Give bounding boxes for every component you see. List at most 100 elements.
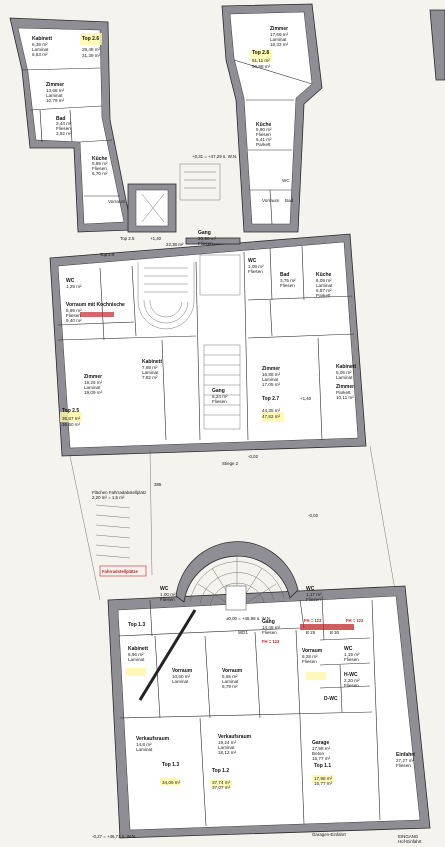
vor4-name: Vorraum xyxy=(172,668,193,674)
wc6-floor: Fliesen xyxy=(344,657,359,662)
top25-name: Top 2.5 xyxy=(62,408,79,414)
top11-area2: 15,77 m² xyxy=(314,781,333,786)
glevel-5: Hof-Einfahrt xyxy=(398,839,422,844)
kab2-name: Kabinett xyxy=(142,359,162,365)
wc4-name: WC xyxy=(160,586,169,592)
bad1-name: Bad xyxy=(56,116,65,122)
glevel-8: B 25 xyxy=(306,630,316,635)
wc3-area: 1,09 m² xyxy=(248,264,264,269)
zim2-area: 17,69 m² xyxy=(270,32,289,37)
top25-area2: 36,60 m² xyxy=(62,422,81,427)
wc4-area: 1,00 m² xyxy=(160,592,176,597)
hwc-area: 2,20 m² xyxy=(344,678,360,683)
verk1-floor: Laminat xyxy=(136,747,153,752)
gar-floor: Beton xyxy=(312,751,324,756)
kab1-area: 6,39 m² xyxy=(32,42,48,47)
kab4-floor: Laminat xyxy=(128,657,145,662)
court-note-5: 385 xyxy=(154,482,162,487)
gang3-area: 14,48 m² xyxy=(262,625,281,630)
top28-area: 51,11 m² xyxy=(252,58,270,63)
vor5-area2: 6,79 m² xyxy=(222,684,238,689)
wc2-name: WC xyxy=(66,278,75,284)
vor1-name: Vorraum xyxy=(108,199,126,204)
ground-walls xyxy=(107,541,431,839)
hwc-floor: Fliesen xyxy=(344,683,359,688)
vor5-floor: Laminat xyxy=(222,679,239,684)
vor5-name: Vorraum xyxy=(222,668,243,674)
wc4-floor: Fliesen xyxy=(160,597,175,602)
kab4-area: 6,96 m² xyxy=(128,652,144,657)
elevator-ground xyxy=(225,585,247,611)
vor6-name: Vorraum xyxy=(302,648,323,654)
kab1-floor: Laminat xyxy=(32,47,49,52)
glevel-10: WD1 xyxy=(238,630,248,635)
glevel-4: EINGANG xyxy=(398,834,419,839)
einf-area: 27,27 m² xyxy=(396,758,415,763)
zim5-floor: Parkett xyxy=(336,390,351,395)
hwc-name: H-WC xyxy=(344,672,358,678)
upper-partitions xyxy=(21,59,355,441)
wc5-name: WC xyxy=(306,586,315,592)
dwc-name: D-WC xyxy=(324,696,338,702)
kue3-area2: 6,87 m² xyxy=(316,288,332,293)
level-8: Top 2.9 xyxy=(100,252,115,257)
level-4: +1,40 xyxy=(300,396,312,401)
einf-name: Einfahrt xyxy=(396,752,415,758)
vor2-name: Vorraum xyxy=(262,198,280,203)
gar-area2: 15,77 m² xyxy=(312,756,331,761)
level-7: Top 2.5 xyxy=(120,236,135,241)
court-note-4: Fahrradstellplätze xyxy=(102,569,139,574)
wc6-area: 1,19 m² xyxy=(344,652,360,657)
verk2-area2: 18,12 m² xyxy=(218,750,237,755)
gang2-area: 6,24 m² xyxy=(212,394,228,399)
vor5-area: 6,65 m² xyxy=(222,674,238,679)
top27-name: Top 2.7 xyxy=(262,396,279,402)
zim5-name: Zimmer xyxy=(336,384,354,390)
kue3-area: 6,09 m² xyxy=(316,278,332,283)
top28-name: Top 2.8 xyxy=(252,50,269,56)
vor3-area2: 9,40 m² xyxy=(66,318,82,323)
parkett1-name: Parkett xyxy=(256,142,271,147)
zim1-area2: 10,79 m² xyxy=(46,98,65,103)
einf-floor: Fliesen xyxy=(396,763,411,768)
kue3-name: Küche xyxy=(316,272,332,278)
zim3-floor: Laminat xyxy=(84,385,101,390)
kab3-area: 5,05 m² xyxy=(336,370,352,375)
top26-a-area: 28,48 m² xyxy=(82,47,101,52)
zim2-floor: Laminat xyxy=(270,37,287,42)
zim3-area2: 19,09 m² xyxy=(84,390,103,395)
bad3-floor: Fliesen xyxy=(280,283,295,288)
kue1-area: 5,89 m² xyxy=(92,161,108,166)
ground-block-interior xyxy=(117,595,421,831)
bad1-area2: 3,52 m² xyxy=(56,131,72,136)
court-note-1: Flächen Fahrradabstellplatz xyxy=(92,490,146,495)
wc1-name: WC xyxy=(282,178,290,183)
vor4-floor: Laminat xyxy=(172,679,189,684)
level-6: -0,02 xyxy=(248,454,259,459)
gang1-name: Gang xyxy=(198,230,211,236)
wc2-area: 1,29 m² xyxy=(66,284,82,289)
zim1-floor: Laminat xyxy=(46,93,63,98)
kue2-area: 5,90 m² xyxy=(256,127,272,132)
court-note-2: 2,20 m² = 1,5 m² xyxy=(92,495,125,500)
kue2-area2: 6,41 m² xyxy=(256,137,272,142)
vor3-name: Vorraum mit Kochnische xyxy=(66,302,125,308)
zim3-name: Zimmer xyxy=(84,374,102,380)
upper-labels: Kabinett 6,39 m² Laminat 6,63 m² Top 2.6… xyxy=(32,26,356,466)
neighbor-wall xyxy=(429,9,445,81)
kue2-name: Küche xyxy=(256,122,272,128)
verk1-name: Verkaufsraum xyxy=(136,736,170,742)
vor6-floor: Fliesen xyxy=(302,659,317,664)
top12-area: 37,74 m² xyxy=(212,780,231,785)
kue3-floor: Laminat xyxy=(316,283,333,288)
glevel-11: FH = 123 xyxy=(346,618,364,623)
central-shaft xyxy=(135,189,169,227)
vor3-floor: Fliesen xyxy=(66,313,81,318)
wc5-floor: Fliesen xyxy=(306,597,321,602)
zim4-area2: 17,05 m² xyxy=(262,382,281,387)
glevel-3: Garagen-Einfahrt xyxy=(312,832,346,837)
top27-area2: 47,82 m² xyxy=(262,414,281,419)
kab2-area2: 7,82 m² xyxy=(142,375,158,380)
top28-area2: 50,88 m² xyxy=(252,64,271,69)
